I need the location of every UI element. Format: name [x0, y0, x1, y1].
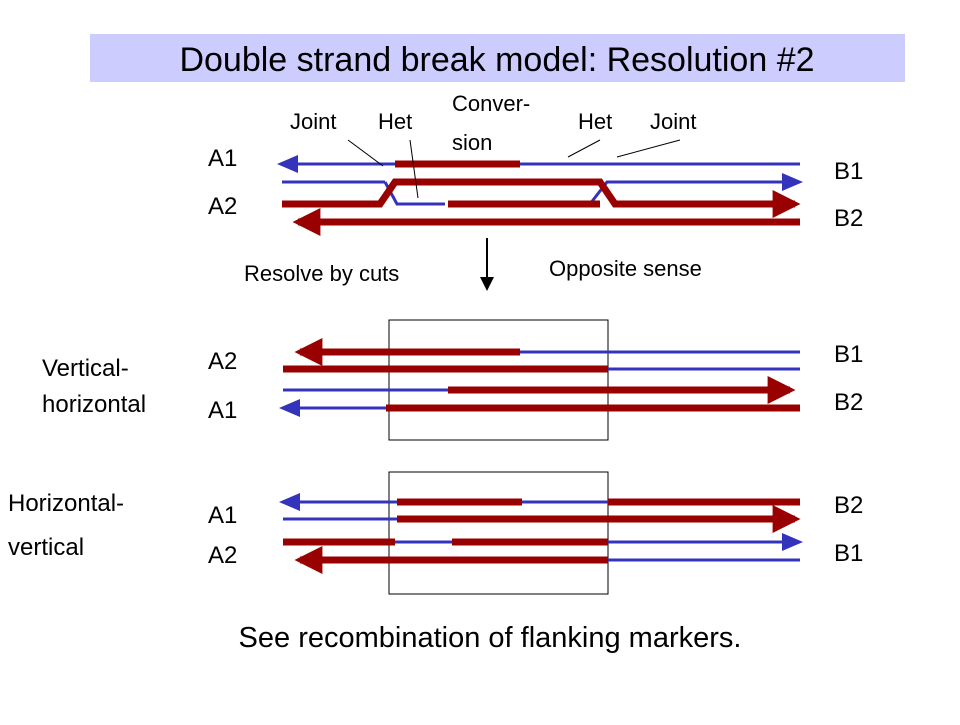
resolve-caption: Resolve by cuts — [244, 261, 399, 286]
vertical-horizontal-diagram: Vertical- horizontal A2 A1 B1 B2 — [42, 319, 863, 441]
a1-crossover-right — [588, 173, 803, 205]
het-right-label: Het — [578, 109, 612, 134]
hv-left-label-1: A1 — [208, 502, 237, 529]
a2-top-strand — [282, 178, 801, 218]
joint-left-label: Joint — [290, 109, 336, 134]
hv-name-line2: vertical — [8, 534, 84, 561]
vh-cut-box — [388, 319, 609, 441]
het-left-label: Het — [378, 109, 412, 134]
joint-right-pointer — [616, 139, 681, 158]
sense-caption: Opposite sense — [549, 256, 702, 281]
top-diagram: Joint Het Conver- sion Het Joint A1 A2 B… — [208, 91, 863, 236]
horizontal-vertical-diagram: Horizontal- vertical A1 A2 B2 B1 — [8, 471, 863, 595]
vh-right-label-1: B1 — [834, 341, 863, 368]
top-right-label-2: B2 — [834, 205, 863, 232]
top-left-label-1: A1 — [208, 145, 237, 172]
hv-right-label-2: B1 — [834, 540, 863, 567]
hv-name-line1: Horizontal- — [8, 490, 124, 517]
top-right-label-1: B1 — [834, 158, 863, 185]
vh-right-label-2: B2 — [834, 389, 863, 416]
vh-name-line1: Vertical- — [42, 355, 129, 382]
conversion-label-line1: Conver- — [452, 91, 530, 116]
joint-right-label: Joint — [650, 109, 696, 134]
footer-note: See recombination of flanking markers. — [239, 622, 742, 654]
vh-left-label-2: A1 — [208, 397, 237, 424]
hv-right-label-1: B2 — [834, 492, 863, 519]
hv-cut-box — [388, 471, 609, 595]
vh-name-line2: horizontal — [42, 391, 146, 418]
het-right-pointer — [567, 139, 601, 158]
joint-left-pointer — [347, 139, 384, 167]
top-left-label-2: A2 — [208, 193, 237, 220]
het-left-pointer — [409, 139, 419, 199]
title-background — [90, 34, 905, 82]
hv-left-label-2: A2 — [208, 542, 237, 569]
page-title: Double strand break model: Resolution #2 — [179, 41, 814, 79]
vh-left-label-1: A2 — [208, 348, 237, 375]
conversion-label-line2: sion — [452, 130, 492, 155]
